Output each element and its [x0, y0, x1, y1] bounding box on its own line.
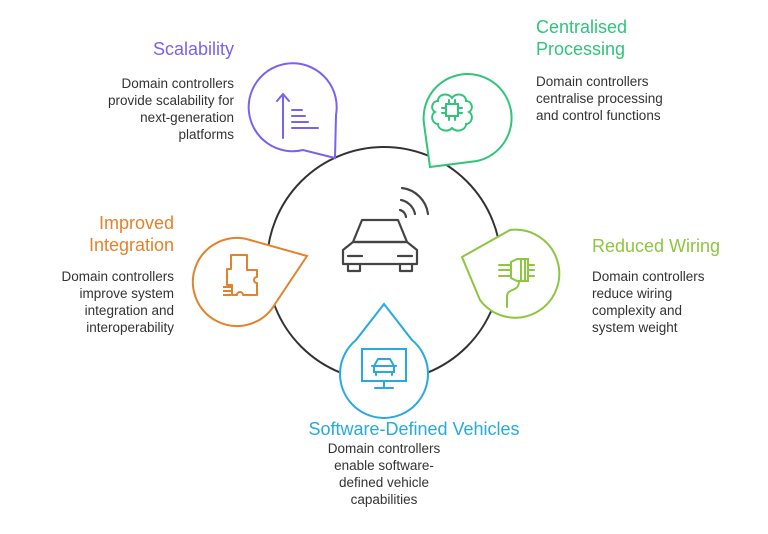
brain-chip-icon — [431, 93, 473, 132]
desc-line: capabilities — [350, 492, 418, 507]
integration-title: Improved Integration — [89, 212, 174, 256]
scalability-title: Scalability — [152, 39, 234, 59]
scalability-drop — [247, 62, 338, 160]
desc-line: provide scalability for — [107, 93, 234, 108]
desc-line: Domain controllers — [592, 269, 705, 284]
desc-line: complexity and — [592, 303, 683, 318]
puzzle-icon — [223, 254, 258, 296]
scale-bars-icon — [276, 92, 319, 139]
software-drop — [339, 302, 429, 419]
desc-line: platforms — [178, 127, 234, 142]
title-line: Integration — [88, 235, 174, 255]
integration-description: Domain controllers improve system integr… — [61, 268, 174, 336]
title-line: Processing — [536, 39, 626, 59]
monitor-car-icon — [361, 348, 407, 389]
desc-line: defined vehicle — [338, 475, 430, 490]
desc-line: Domain controllers — [61, 269, 174, 284]
connected-car-icon — [341, 186, 430, 273]
wiring-drop — [460, 228, 561, 319]
software-description: Domain controllers enable software- defi… — [284, 440, 484, 508]
desc-line: next-generation — [140, 110, 234, 125]
wire-plug-icon — [498, 258, 535, 308]
desc-line: reduce wiring — [592, 286, 673, 301]
software-title: Software-Defined Vehicles — [308, 419, 520, 439]
processing-drop — [422, 73, 513, 169]
desc-line: Domain controllers — [536, 74, 649, 89]
desc-line: integration and — [84, 303, 174, 318]
desc-line: improve system — [79, 286, 174, 301]
scalability-description: Domain controllers provide scalability f… — [108, 75, 234, 143]
desc-line: system weight — [592, 320, 678, 335]
desc-line: Domain controllers — [121, 76, 234, 91]
desc-line: Domain controllers — [327, 441, 441, 456]
wiring-title: Reduced Wiring — [592, 236, 721, 256]
desc-line: and control functions — [536, 108, 661, 123]
desc-line: centralise processing — [536, 91, 663, 106]
title-line: Improved — [98, 213, 174, 233]
integration-drop — [191, 237, 309, 327]
processing-description: Domain controllers centralise processing… — [536, 73, 663, 124]
processing-title: Centralised Processing — [536, 16, 627, 60]
title-line: Centralised — [536, 17, 628, 37]
desc-line: interoperability — [86, 320, 174, 335]
wiring-description: Domain controllers reduce wiring complex… — [592, 268, 705, 336]
desc-line: enable software- — [334, 458, 434, 473]
